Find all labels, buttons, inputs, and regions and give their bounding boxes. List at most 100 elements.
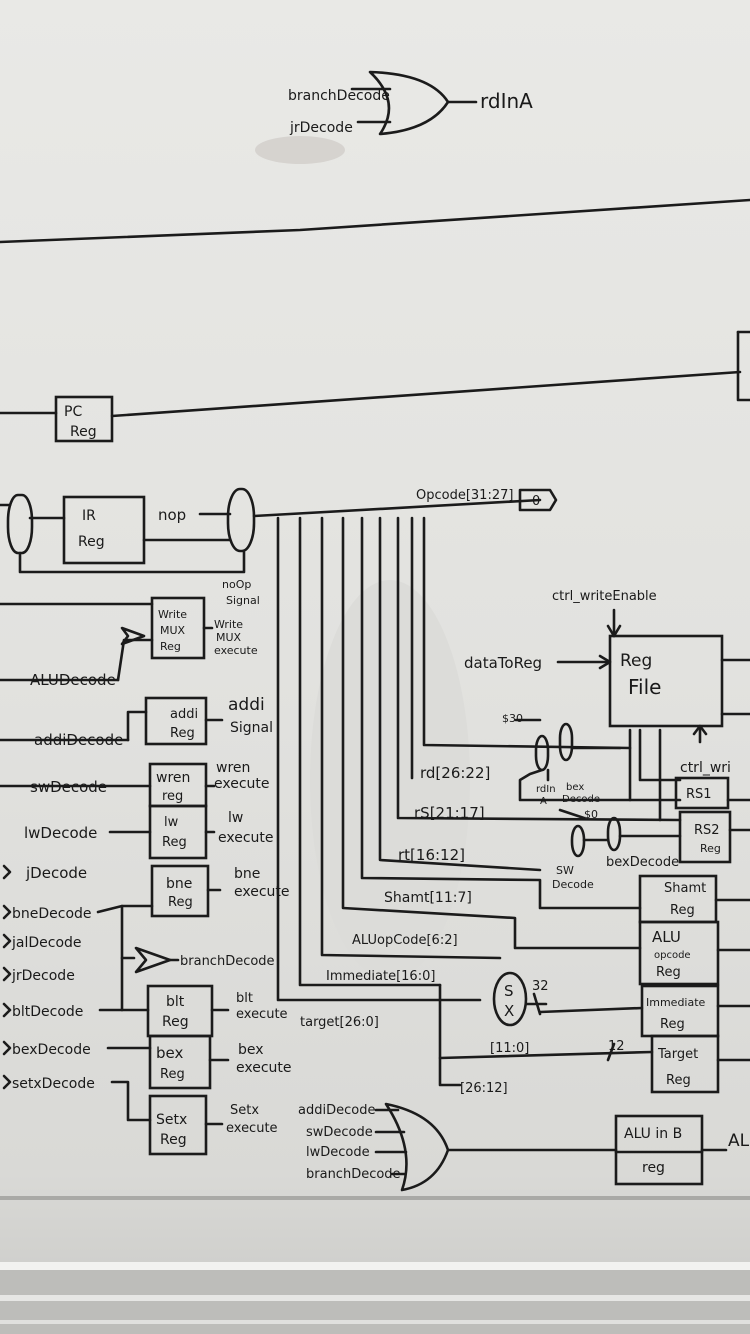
lw-out-2: execute	[218, 830, 274, 846]
field-slice-11-0: [11:0]	[490, 1041, 529, 1056]
writemux-box-1: Write	[158, 608, 187, 621]
decode-jal: jalDecode	[11, 935, 82, 951]
branch-decode-label: branchDecode	[180, 954, 275, 969]
divider-line	[0, 198, 750, 244]
or-gate-bottom	[374, 1102, 618, 1192]
regfile-rs2-1: RS2	[694, 823, 720, 838]
blt-out-1: blt	[236, 991, 253, 1006]
field-rs: rS[21:17]	[414, 804, 485, 822]
or-gate-top	[350, 70, 478, 136]
alu-in-b-1: ALU in B	[624, 1126, 682, 1142]
or-top-output: rdInA	[480, 89, 533, 113]
instruction-bus	[276, 516, 682, 1087]
alu-in-b-2: reg	[642, 1160, 665, 1176]
bne-out-1: bne	[234, 866, 260, 882]
decode-bex: bexDecode	[12, 1042, 91, 1058]
pc-reg-label-1: PC	[64, 404, 82, 420]
blt-out-2: execute	[236, 1007, 288, 1022]
regfile-title-1: Reg	[620, 651, 652, 671]
regfile-data-to-reg: dataToReg	[464, 654, 542, 672]
bex-out-2: execute	[236, 1060, 292, 1076]
or-bottom-input-1: addiDecode	[298, 1103, 375, 1118]
ir-register-path	[0, 487, 558, 574]
writemux-out-2: MUX	[216, 631, 242, 644]
or-top-input-1: branchDecode	[288, 88, 390, 104]
blt-box-1: blt	[166, 994, 185, 1010]
sx-width: 32	[532, 979, 549, 994]
setx-box-1: Setx	[156, 1112, 187, 1128]
right-registers	[438, 874, 750, 1094]
alu-in-b-register	[614, 1114, 728, 1186]
field-imm: Immediate[16:0]	[326, 969, 435, 984]
decode-j: jDecode	[25, 864, 87, 882]
regfile-ctrl-partial: ctrl_wri	[680, 760, 731, 776]
tray-rail	[0, 1320, 750, 1324]
writemux-box-2: MUX	[160, 624, 186, 637]
decode-sw: swDecode	[30, 778, 107, 796]
addi-out-1: addi	[228, 695, 265, 715]
ir-reg-label-1: IR	[82, 508, 96, 524]
right-imm-1: Immediate	[646, 996, 706, 1009]
right-shamt-1: Shamt	[664, 881, 706, 896]
mux-sw-decode-1: SW	[556, 864, 574, 877]
smudge	[255, 136, 345, 164]
pc-reg-label-2: Reg	[70, 424, 97, 440]
decode-blt: bltDecode	[12, 1004, 83, 1020]
right-alu-2: opcode	[654, 950, 691, 961]
field-rd: rd[26:22]	[420, 764, 490, 782]
addi-out-2: Signal	[230, 720, 273, 736]
decode-bne: bneDecode	[12, 906, 92, 922]
regfile-rs2-2: Reg	[700, 842, 721, 855]
blt-box-2: Reg	[162, 1014, 189, 1030]
field-slice-26-12: [26:12]	[460, 1081, 508, 1096]
opcode-label: Opcode[31:27]	[416, 488, 513, 503]
right-target-1: Target	[657, 1047, 698, 1062]
noop-signal-2: Signal	[226, 594, 260, 607]
right-shamt-2: Reg	[670, 903, 695, 918]
sx-width-2: 12	[608, 1039, 625, 1054]
alu-in-b-out: AL	[728, 1131, 750, 1151]
pc-register	[0, 330, 750, 443]
nop-label: nop	[158, 506, 186, 524]
lw-box-1: lw	[164, 815, 179, 830]
wren-box-1: wren	[156, 770, 190, 786]
sx-s: S	[504, 982, 514, 1000]
or-top-input-2: jrDecode	[289, 120, 353, 136]
board-edge	[0, 1196, 750, 1200]
bne-out-2: execute	[234, 884, 290, 900]
right-imm-2: Reg	[660, 1017, 685, 1032]
field-aluop: ALUopCode[6:2]	[352, 933, 458, 948]
writemux-box-3: Reg	[160, 640, 181, 653]
writemux-out-3: execute	[214, 644, 258, 657]
bex-out-1: bex	[238, 1042, 264, 1058]
setx-out-2: execute	[226, 1121, 278, 1136]
setx-box-2: Reg	[160, 1132, 187, 1148]
addi-box-1: addi	[170, 707, 198, 722]
tray-lip	[0, 1262, 750, 1270]
mux-rdin-a-1: rdIn	[536, 784, 556, 795]
bne-box-1: bne	[166, 876, 192, 892]
or-bottom-input-3: lwDecode	[306, 1145, 370, 1160]
lw-out-1: lw	[228, 810, 243, 826]
decode-wires	[0, 602, 180, 1122]
decode-jr: jrDecode	[11, 968, 75, 984]
register-file	[556, 608, 750, 864]
regfile-write-enable: ctrl_writeEnable	[552, 589, 657, 604]
decode-addi: addiDecode	[34, 731, 123, 749]
mux-s30: $30	[502, 712, 523, 725]
mux-sw-decode-2: Decode	[552, 878, 594, 891]
regfile-rs1: RS1	[686, 787, 712, 802]
noop-signal-1: noOp	[222, 578, 251, 591]
wren-box-2: reg	[162, 789, 183, 804]
sx-x: X	[504, 1002, 514, 1020]
writemux-out-1: Write	[214, 618, 243, 631]
right-target-2: Reg	[666, 1073, 691, 1088]
field-shamt: Shamt[11:7]	[384, 890, 472, 906]
lw-box-2: Reg	[162, 835, 187, 850]
regfile-title-2: File	[628, 675, 661, 699]
setx-out-1: Setx	[230, 1103, 259, 1118]
sign-extend	[492, 971, 548, 1027]
or-bottom-input-2: swDecode	[306, 1125, 373, 1140]
mux-s0: $0	[584, 808, 598, 821]
